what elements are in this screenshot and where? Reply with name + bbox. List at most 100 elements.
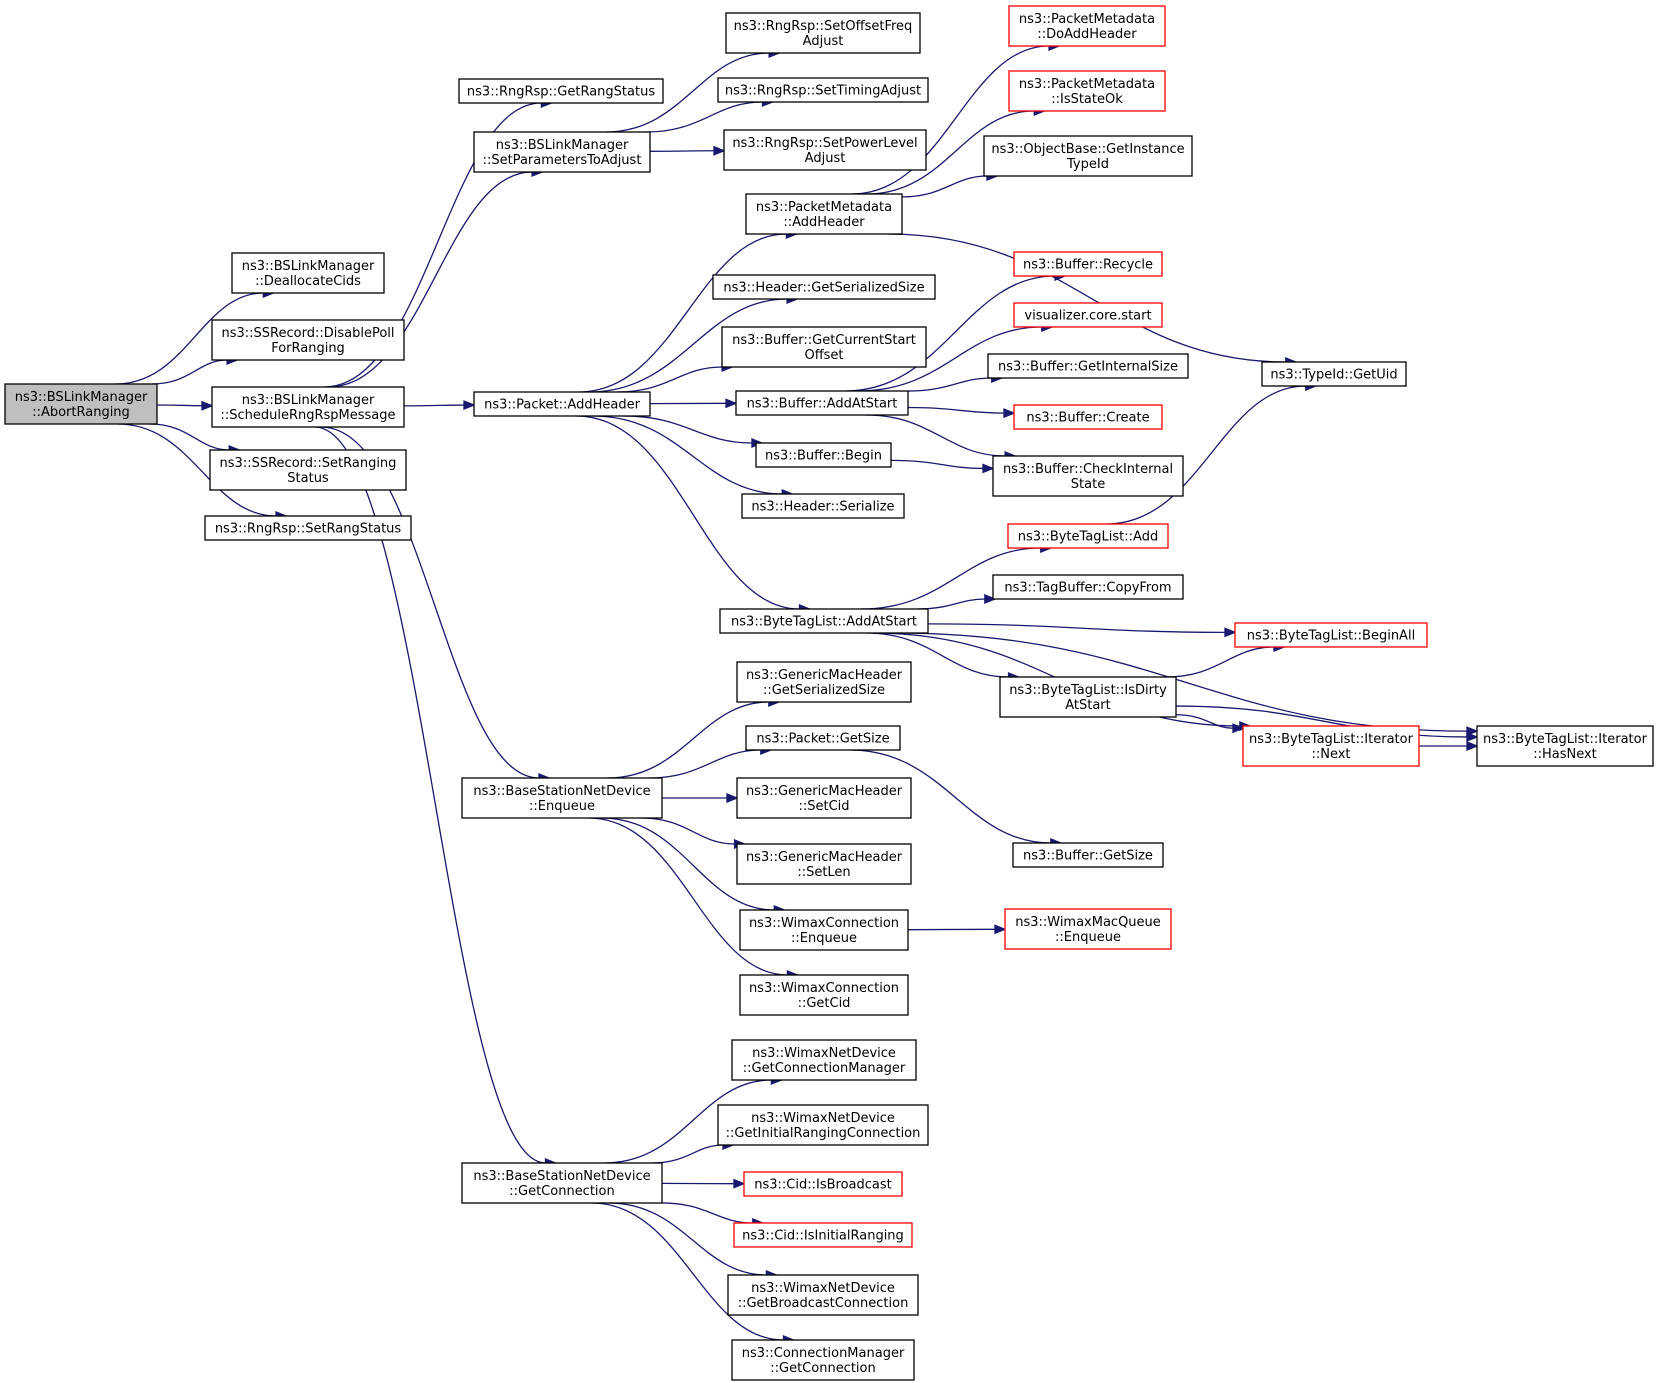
node-box[interactable] — [745, 725, 901, 751]
node-box[interactable] — [1013, 251, 1163, 277]
node-box[interactable] — [745, 193, 903, 235]
function-node[interactable]: ns3::Buffer::AddAtStart — [735, 390, 909, 416]
function-node[interactable]: ns3::RngRsp::SetTimingAdjust — [717, 77, 929, 103]
function-node[interactable]: visualizer.core.start — [1013, 302, 1163, 328]
node-box[interactable] — [739, 909, 909, 951]
node-box[interactable] — [204, 515, 412, 541]
function-node[interactable]: ns3::PacketMetadata::DoAddHeader — [1008, 5, 1166, 47]
node-box[interactable] — [719, 608, 929, 634]
node-box[interactable] — [735, 390, 909, 416]
function-node[interactable]: ns3::RngRsp::SetRangStatus — [204, 515, 412, 541]
function-node[interactable]: ns3::ByteTagList::BeginAll — [1234, 622, 1428, 648]
function-node[interactable]: ns3::ByteTagList::Iterator::Next — [1242, 725, 1420, 767]
function-node[interactable]: ns3::WimaxNetDevice::GetBroadcastConnect… — [727, 1274, 919, 1316]
node-box[interactable] — [458, 78, 664, 104]
node-box[interactable] — [231, 252, 385, 294]
function-node[interactable]: ns3::BSLinkManager::DeallocateCids — [231, 252, 385, 294]
node-box[interactable] — [755, 442, 892, 468]
function-node[interactable]: ns3::PacketMetadata::IsStateOk — [1008, 70, 1166, 112]
function-node[interactable]: ns3::Buffer::Recycle — [1013, 251, 1163, 277]
node-box[interactable] — [733, 1222, 913, 1248]
function-node[interactable]: ns3::Header::GetSerializedSize — [712, 274, 936, 300]
node-box[interactable] — [723, 129, 927, 171]
function-node[interactable]: ns3::Packet::AddHeader — [473, 391, 651, 417]
node-box[interactable] — [727, 1274, 919, 1316]
node-box[interactable] — [473, 131, 651, 173]
node-box[interactable] — [992, 574, 1184, 600]
function-node[interactable]: ns3::Cid::IsInitialRanging — [733, 1222, 913, 1248]
function-node[interactable]: ns3::BSLinkManager::AbortRanging — [4, 383, 158, 425]
function-node[interactable]: ns3::GenericMacHeader::SetCid — [736, 777, 912, 819]
node-box[interactable] — [1004, 908, 1172, 950]
node-box[interactable] — [1234, 622, 1428, 648]
function-node[interactable]: ns3::ByteTagList::AddAtStart — [719, 608, 929, 634]
node-box[interactable] — [725, 12, 921, 54]
function-node[interactable]: ns3::Cid::IsBroadcast — [743, 1171, 903, 1197]
node-box[interactable] — [1013, 302, 1163, 328]
node-box[interactable] — [1012, 842, 1164, 868]
function-node[interactable]: ns3::RngRsp::GetRangStatus — [458, 78, 664, 104]
function-node[interactable]: ns3::GenericMacHeader::SetLen — [736, 843, 912, 885]
node-box[interactable] — [717, 1104, 929, 1146]
node-box[interactable] — [736, 843, 912, 885]
function-node[interactable]: ns3::BaseStationNetDevice::GetConnection — [461, 1162, 663, 1204]
node-box[interactable] — [721, 326, 927, 368]
node-box[interactable] — [999, 676, 1177, 718]
function-node[interactable]: ns3::WimaxNetDevice::GetConnectionManage… — [731, 1039, 917, 1081]
function-node[interactable]: ns3::WimaxNetDevice::GetInitialRangingCo… — [717, 1104, 929, 1146]
node-box[interactable] — [731, 1339, 915, 1381]
node-box[interactable] — [4, 383, 158, 425]
node-box[interactable] — [1261, 361, 1407, 387]
node-box[interactable] — [461, 777, 663, 819]
node-box[interactable] — [987, 353, 1189, 379]
function-node[interactable]: ns3::BaseStationNetDevice::Enqueue — [461, 777, 663, 819]
function-node[interactable]: ns3::Buffer::GetSize — [1012, 842, 1164, 868]
function-node[interactable]: ns3::WimaxMacQueue::Enqueue — [1004, 908, 1172, 950]
function-node[interactable]: ns3::WimaxConnection::Enqueue — [739, 909, 909, 951]
node-box[interactable] — [743, 1171, 903, 1197]
function-node[interactable]: ns3::Buffer::GetInternalSize — [987, 353, 1189, 379]
node-box[interactable] — [211, 386, 405, 428]
function-node[interactable]: ns3::TagBuffer::CopyFrom — [992, 574, 1184, 600]
function-node[interactable]: ns3::ByteTagList::Iterator::HasNext — [1476, 725, 1654, 767]
node-box[interactable] — [1008, 70, 1166, 112]
function-node[interactable]: ns3::GenericMacHeader::GetSerializedSize — [736, 661, 912, 703]
node-box[interactable] — [741, 493, 905, 519]
node-box[interactable] — [473, 391, 651, 417]
node-box[interactable] — [211, 319, 405, 361]
function-node[interactable]: ns3::PacketMetadata::AddHeader — [745, 193, 903, 235]
node-box[interactable] — [209, 449, 407, 491]
node-box[interactable] — [1007, 523, 1169, 549]
node-box[interactable] — [1008, 5, 1166, 47]
node-box[interactable] — [712, 274, 936, 300]
node-box[interactable] — [992, 455, 1184, 497]
node-box[interactable] — [736, 777, 912, 819]
node-box[interactable] — [1013, 404, 1163, 430]
function-node[interactable]: ns3::Header::Serialize — [741, 493, 905, 519]
node-box[interactable] — [983, 135, 1193, 177]
node-box[interactable] — [736, 661, 912, 703]
function-node[interactable]: ns3::WimaxConnection::GetCid — [739, 974, 909, 1016]
node-box[interactable] — [461, 1162, 663, 1204]
function-node[interactable]: ns3::Packet::GetSize — [745, 725, 901, 751]
node-box[interactable] — [731, 1039, 917, 1081]
node-box[interactable] — [717, 77, 929, 103]
function-node[interactable]: ns3::BSLinkManager::ScheduleRngRspMessag… — [211, 386, 405, 428]
function-node[interactable]: ns3::TypeId::GetUid — [1261, 361, 1407, 387]
function-node[interactable]: ns3::Buffer::Begin — [755, 442, 892, 468]
node-box[interactable] — [739, 974, 909, 1016]
function-node[interactable]: ns3::Buffer::Create — [1013, 404, 1163, 430]
node-box[interactable] — [1242, 725, 1420, 767]
function-node[interactable]: ns3::ConnectionManager::GetConnection — [731, 1339, 915, 1381]
function-node[interactable]: ns3::BSLinkManager::SetParametersToAdjus… — [473, 131, 651, 173]
function-node[interactable]: ns3::ByteTagList::Add — [1007, 523, 1169, 549]
node-box[interactable] — [1476, 725, 1654, 767]
